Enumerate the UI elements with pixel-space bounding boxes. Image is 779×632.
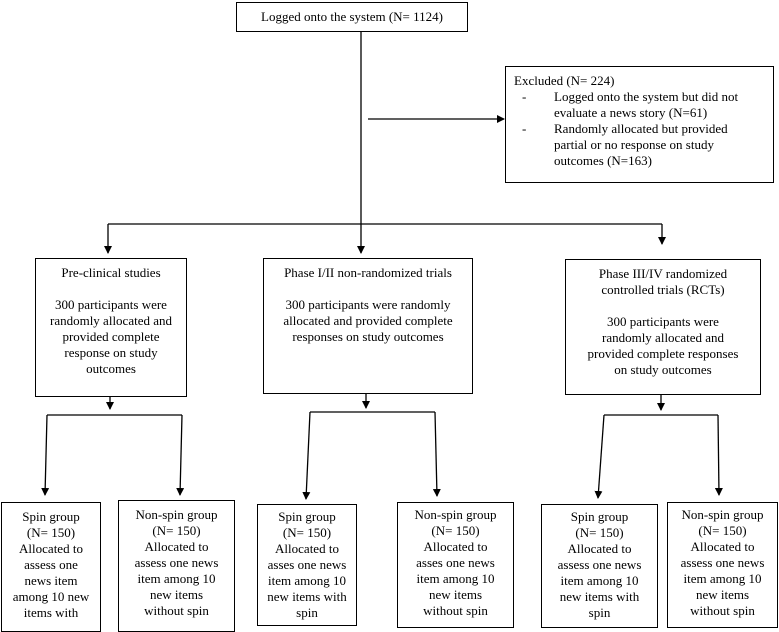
- excluded-item: - Randomly allocated but provided partia…: [522, 121, 728, 168]
- left-nonspin-arrow: [176, 414, 185, 496]
- phase-title-line2: controlled trials (RCTs): [601, 282, 725, 297]
- logged-on-box: Logged onto the system (N= 1124): [236, 2, 468, 32]
- excluded-box: Excluded (N= 224) - Logged onto the syst…: [505, 66, 774, 183]
- phase-3-4-box: Phase III/IV randomized controlled trial…: [565, 259, 761, 395]
- right-spin-arrow: [594, 414, 605, 499]
- left-spin-arrow: [41, 414, 50, 496]
- nonspin-group-box: Non-spin group (N= 150) Allocated to ass…: [667, 502, 778, 628]
- mid-spin-arrow: [302, 411, 311, 500]
- phase-title: Phase I/II non-randomized trials: [284, 265, 452, 280]
- spin-group-box: Spin group (N= 150) Allocated to assess …: [541, 504, 658, 628]
- excluded-item: - Logged onto the system but did not eva…: [522, 89, 739, 120]
- phase-title: Phase III/IV randomized: [598, 266, 728, 281]
- phase-title: Pre-clinical studies: [61, 265, 161, 280]
- spin-group-box: Spin group (N= 150) Allocated to assess …: [1, 502, 101, 632]
- mid-nonspin-arrow: [432, 411, 441, 497]
- phase-1-2-box: Phase I/II non-randomized trials 300 par…: [263, 258, 473, 394]
- right-nonspin-arrow: [714, 414, 723, 496]
- nonspin-group-box: Non-spin group (N= 150) Allocated to ass…: [397, 502, 514, 628]
- logged-on-label: Logged onto the system (N= 1124): [261, 9, 443, 24]
- nonspin-group-box: Non-spin group (N= 150) Allocated to ass…: [118, 500, 235, 632]
- preclinical-box: Pre-clinical studies 300 participants we…: [35, 258, 187, 397]
- excluded-title: Excluded (N= 224): [514, 73, 615, 88]
- spin-group-box: Spin group (N= 150) Allocated to asses o…: [257, 504, 357, 626]
